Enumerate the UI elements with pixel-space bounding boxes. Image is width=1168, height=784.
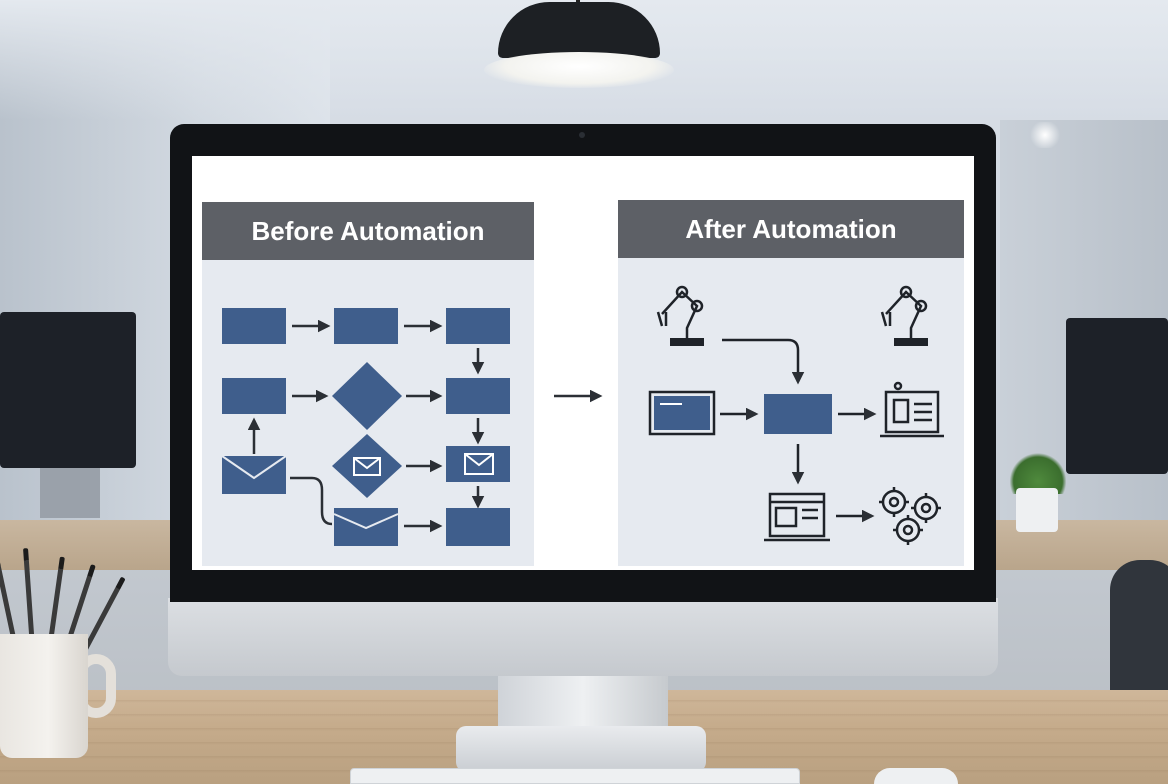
background-desk-left (0, 520, 200, 570)
process-box (764, 394, 832, 434)
background-chair (1110, 560, 1168, 700)
background-monitor-left (0, 312, 136, 468)
connector-line (290, 476, 333, 526)
after-automation-title: After Automation (618, 200, 964, 258)
background-monitor-left-stand (40, 468, 100, 518)
keyboard (350, 768, 800, 784)
plant-icon (1010, 452, 1066, 494)
process-box (446, 378, 510, 414)
before-automation-title: Before Automation (202, 202, 534, 260)
ceiling-light (1028, 122, 1062, 148)
mug-icon (0, 634, 88, 758)
monitor-screen: Before Automation After Automation (192, 156, 974, 570)
web-page-icon (764, 492, 830, 542)
mouse (874, 768, 958, 784)
envelope-icon (221, 455, 287, 494)
connector-line (722, 338, 805, 385)
before-flowchart (221, 308, 510, 546)
monitor-stand-base (456, 726, 706, 772)
gears-icon (879, 487, 941, 545)
envelope-diamond-icon (332, 434, 402, 498)
process-box (222, 308, 286, 344)
lamp-light (484, 52, 674, 88)
robot-arm-icon (880, 285, 928, 346)
pendant-lamp-icon (498, 2, 660, 58)
workflow-diagram (221, 285, 944, 546)
background-monitor-right (1066, 318, 1168, 474)
monitor-chin (168, 598, 998, 676)
envelope-icon (333, 508, 399, 546)
after-automation-panel: After Automation (618, 200, 964, 566)
robot-arm-icon (656, 285, 704, 346)
process-box (446, 508, 510, 546)
decision-diamond (332, 362, 402, 430)
process-box (334, 308, 398, 344)
envelope-icon (446, 446, 510, 482)
monitor-window-icon (648, 390, 716, 436)
webcam-icon (579, 132, 585, 138)
plant-pot (1016, 488, 1058, 532)
process-box (222, 378, 286, 414)
after-flowchart (648, 285, 944, 545)
monitor-stand-neck (498, 672, 668, 732)
laptop-dashboard-icon (880, 381, 944, 438)
process-box (446, 308, 510, 344)
